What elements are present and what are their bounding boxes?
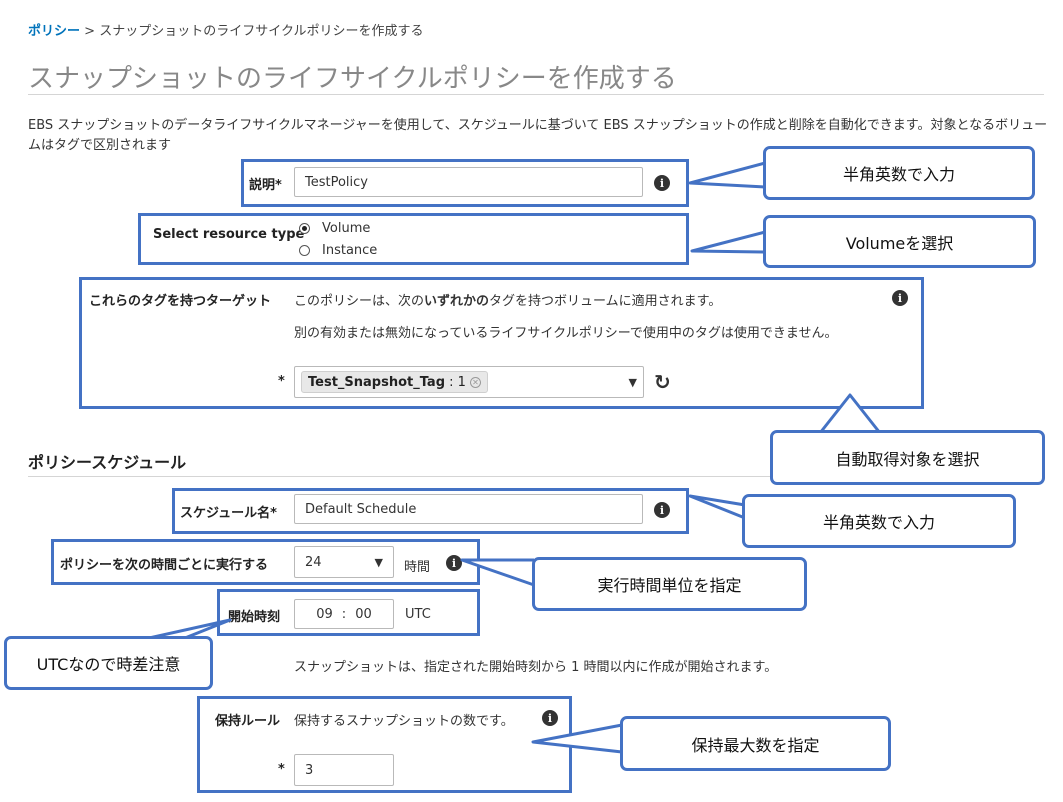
page-title: スナップショットのライフサイクルポリシーを作成する	[28, 64, 677, 94]
start-time-note: スナップショットは、指定された開始時刻から 1 時間以内に作成が開始されます。	[294, 660, 778, 675]
start-time-label: 開始時刻	[228, 610, 281, 625]
schedule-name-info-icon[interactable]: i	[654, 502, 670, 518]
schedule-divider	[28, 476, 1044, 477]
interval-select[interactable]: 24 ▼	[294, 546, 394, 578]
connector-description	[688, 161, 766, 189]
start-time-input[interactable]: 09 : 00	[294, 599, 394, 629]
target-tags-highlight	[79, 277, 924, 409]
description-label: 説明*	[249, 178, 282, 193]
connector-start-time	[139, 618, 232, 642]
description-highlight	[241, 159, 689, 207]
description-input[interactable]: TestPolicy	[294, 167, 643, 197]
connector-interval	[460, 558, 535, 587]
schedule-name-input[interactable]: Default Schedule	[294, 494, 643, 524]
breadcrumb-separator: >	[84, 24, 96, 39]
target-tags-label: これらのタグを持つターゲット	[89, 294, 272, 309]
start-time-highlight	[217, 589, 480, 636]
description-info-icon[interactable]: i	[654, 175, 670, 191]
connector-schedule-name	[688, 494, 746, 520]
interval-info-icon[interactable]: i	[446, 555, 462, 571]
target-tags-help: このポリシーは、次のいずれかのタグを持つボリュームに適用されます。	[294, 290, 721, 309]
callout-tags: 自動取得対象を選択	[770, 430, 1045, 485]
interval-value: 24	[305, 554, 322, 570]
breadcrumb-current: スナップショットのライフサイクルポリシーを作成する	[99, 24, 424, 39]
tag-chip: Test_Snapshot_Tag : 1 ✕	[301, 371, 488, 393]
chevron-down-icon[interactable]: ▼	[628, 375, 637, 389]
radio-instance[interactable]	[299, 245, 310, 256]
tag-chip-value: : 1	[449, 374, 466, 390]
start-hour[interactable]: 09	[316, 606, 333, 622]
callout-interval: 実行時間単位を指定	[532, 557, 807, 611]
retention-info-icon[interactable]: i	[542, 710, 558, 726]
target-tags-help-pre: このポリシーは、次の	[294, 294, 425, 309]
target-tags-help-post: タグを持つボリュームに適用されます。	[489, 294, 722, 309]
connector-tags	[818, 393, 882, 434]
connector-retention	[531, 723, 623, 754]
start-time-separator: :	[341, 606, 347, 622]
resource-type-label: Select resource type	[153, 227, 305, 242]
tag-chip-name: Test_Snapshot_Tag	[308, 374, 446, 390]
interval-chevron-down-icon[interactable]: ▼	[374, 555, 383, 569]
interval-unit: 時間	[404, 560, 431, 575]
target-tags-info-icon[interactable]: i	[892, 290, 908, 306]
timezone-label: UTC	[405, 607, 431, 622]
tag-select[interactable]: Test_Snapshot_Tag : 1 ✕ ▼	[294, 366, 644, 398]
start-minute[interactable]: 00	[355, 606, 372, 622]
radio-volume[interactable]	[299, 223, 310, 234]
retention-required: *	[278, 762, 285, 777]
resource-type-highlight	[138, 213, 689, 265]
connector-resource-type	[690, 230, 766, 254]
breadcrumb: ポリシー > スナップショットのライフサイクルポリシーを作成する	[28, 20, 424, 39]
breadcrumb-policies-link[interactable]: ポリシー	[28, 24, 81, 39]
schedule-name-highlight	[172, 488, 689, 534]
callout-resource-type: Volumeを選択	[763, 215, 1036, 268]
target-tags-help2: 別の有効または無効になっているライフサイクルポリシーで使用中のタグは使用できませ…	[294, 326, 838, 341]
callout-description: 半角英数で入力	[763, 146, 1035, 200]
retention-help: 保持するスナップショットの数です。	[294, 714, 514, 729]
radio-volume-label: Volume	[322, 221, 371, 236]
title-divider	[28, 94, 1044, 95]
callout-start-time: UTCなので時差注意	[4, 636, 213, 690]
retention-label: 保持ルール	[215, 714, 281, 729]
tag-remove-icon[interactable]: ✕	[469, 376, 481, 388]
refresh-icon[interactable]: ↻	[654, 370, 671, 394]
schedule-name-label: スケジュール名*	[180, 506, 277, 521]
target-tags-required: *	[278, 374, 285, 389]
page-intro: EBS スナップショットのデータライフサイクルマネージャーを使用して、スケジュー…	[28, 118, 1048, 153]
target-tags-help-bold: いずれかの	[424, 294, 490, 309]
interval-label: ポリシーを次の時間ごとに実行する	[60, 558, 269, 573]
callout-retention: 保持最大数を指定	[620, 716, 891, 771]
radio-instance-label: Instance	[322, 243, 378, 258]
retention-count-input[interactable]: 3	[294, 754, 394, 786]
schedule-section-title: ポリシースケジュール	[28, 453, 187, 472]
callout-schedule-name: 半角英数で入力	[742, 494, 1016, 548]
